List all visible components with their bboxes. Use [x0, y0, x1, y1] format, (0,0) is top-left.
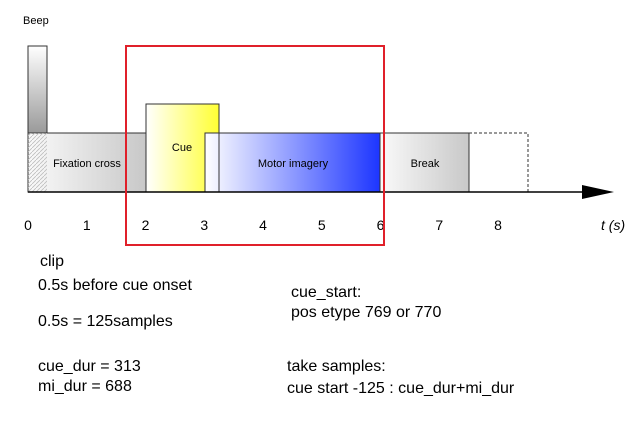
axis-tick-label: 3: [200, 217, 208, 233]
note-before-cue: 0.5s before cue onset: [38, 277, 192, 294]
note-cue-start-value: pos etype 769 or 770: [291, 304, 442, 321]
axis-tick-label: 4: [259, 217, 267, 233]
beep-label: Beep: [23, 15, 49, 27]
cue-label: Cue: [172, 142, 192, 154]
axis-tick-label: 1: [83, 217, 91, 233]
note-take-samples-title: take samples:: [287, 358, 386, 375]
fixation-label: Fixation cross: [53, 158, 121, 170]
note-cue-dur: cue_dur = 313: [38, 358, 141, 375]
axis-tick-label: 8: [494, 217, 502, 233]
axis-tick-label: 0: [24, 217, 32, 233]
note-clip: clip: [40, 253, 65, 270]
note-take-samples-value: cue start -125 : cue_dur+mi_dur: [287, 380, 515, 397]
note-mi-dur: mi_dur = 688: [38, 378, 132, 395]
axis-tick-label: 7: [435, 217, 443, 233]
axis-tick-label: 2: [142, 217, 150, 233]
motor-imagery-label: Motor imagery: [258, 158, 329, 170]
break-optional-extension: [468, 132, 529, 193]
axis-tick-label: 5: [318, 217, 326, 233]
trial-timeline-diagram: Beep Fixation cross Cue Motor imagery Br…: [23, 15, 625, 246]
fixation-hatch: [28, 133, 47, 192]
note-cue-start-title: cue_start:: [291, 284, 362, 301]
break-label: Break: [411, 158, 440, 170]
axis-ticks: 0 1 2 3 4 5 6 7 8: [24, 217, 502, 233]
clip-highlight-box: [125, 45, 385, 246]
time-axis-arrow: [582, 185, 614, 199]
time-axis-label: t (s): [601, 217, 625, 233]
axis-tick-label: 6: [377, 217, 385, 233]
note-samples: 0.5s = 125samples: [38, 313, 173, 330]
break-block: [379, 132, 470, 193]
